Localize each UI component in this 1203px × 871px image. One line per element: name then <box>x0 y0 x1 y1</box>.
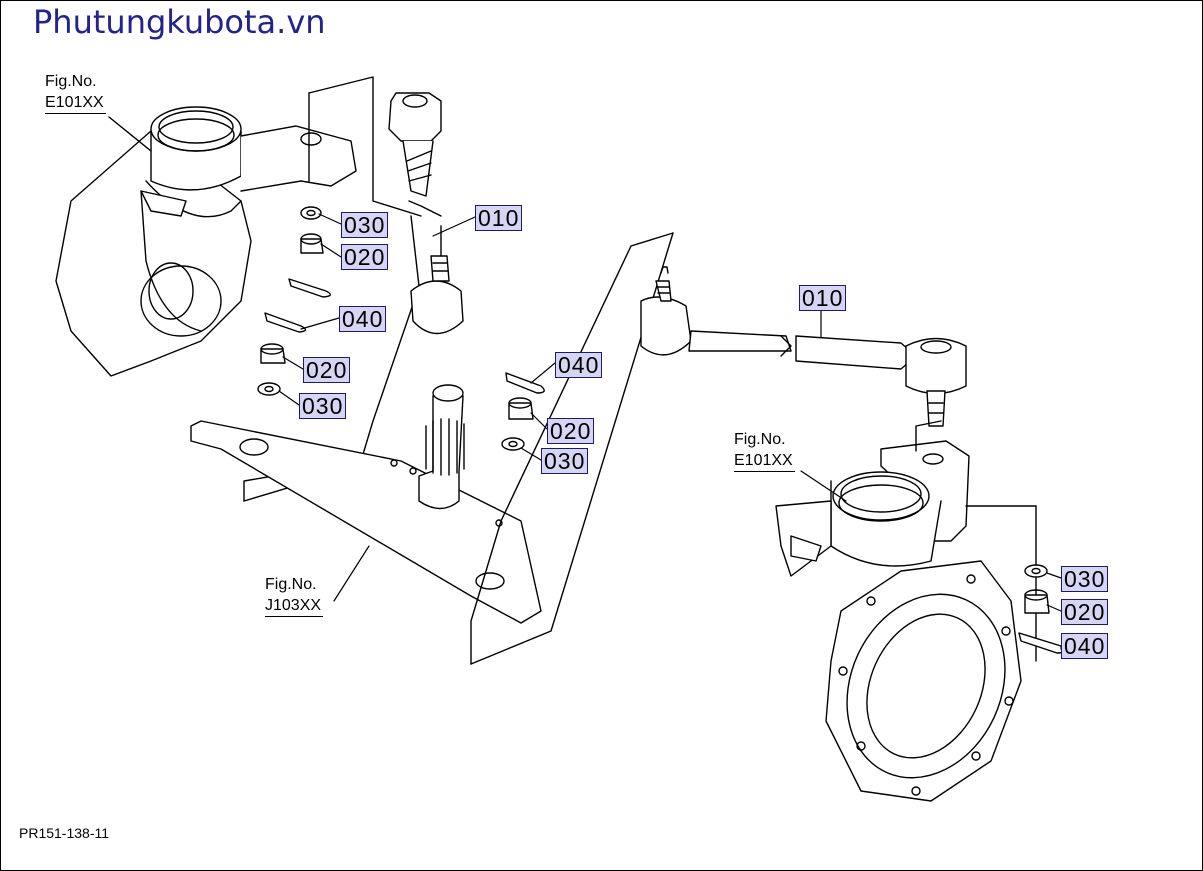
part-callout-030[interactable]: 030 <box>299 393 347 419</box>
figure-ref-label: Fig.No. <box>265 576 317 593</box>
drawing-code: PR151-138-11 <box>19 825 110 841</box>
part-callout-040[interactable]: 040 <box>555 352 603 378</box>
part-callout-020[interactable]: 020 <box>341 244 389 270</box>
left-knuckle <box>55 106 357 377</box>
figure-ref-left-knuckle: Fig.No. E101XX <box>45 71 106 114</box>
center-arm-plate <box>190 420 542 624</box>
part-callout-010[interactable]: 010 <box>799 285 847 311</box>
site-title: Phutungkubota.vn <box>33 3 326 41</box>
figure-ref-label: Fig.No. <box>45 73 97 90</box>
right-knuckle <box>775 440 1022 802</box>
part-callout-040[interactable]: 040 <box>339 306 387 332</box>
figure-ref-center-arm: Fig.No. J103XX <box>265 574 324 617</box>
left-tie-rod-end <box>388 92 464 335</box>
figure-ref-number: E101XX <box>734 450 795 472</box>
part-callout-020[interactable]: 020 <box>547 418 595 444</box>
figure-ref-number: E101XX <box>45 92 106 114</box>
figure-ref-number: J103XX <box>265 595 324 617</box>
part-callout-020[interactable]: 020 <box>1061 599 1109 625</box>
figure-ref-label: Fig.No. <box>734 431 786 448</box>
part-callout-020[interactable]: 020 <box>303 357 351 383</box>
part-callout-030[interactable]: 030 <box>541 448 589 474</box>
part-callout-030[interactable]: 030 <box>1061 566 1109 592</box>
right-small-parts <box>1018 564 1065 654</box>
spline-shaft <box>418 384 465 510</box>
figure-ref-right-knuckle: Fig.No. E101XX <box>734 429 795 472</box>
part-callout-010[interactable]: 010 <box>475 205 523 231</box>
part-callout-040[interactable]: 040 <box>1061 633 1109 659</box>
part-callout-030[interactable]: 030 <box>341 212 389 238</box>
leader-lines <box>278 213 1062 650</box>
left-small-parts <box>257 206 545 451</box>
right-tie-rod <box>640 266 967 427</box>
